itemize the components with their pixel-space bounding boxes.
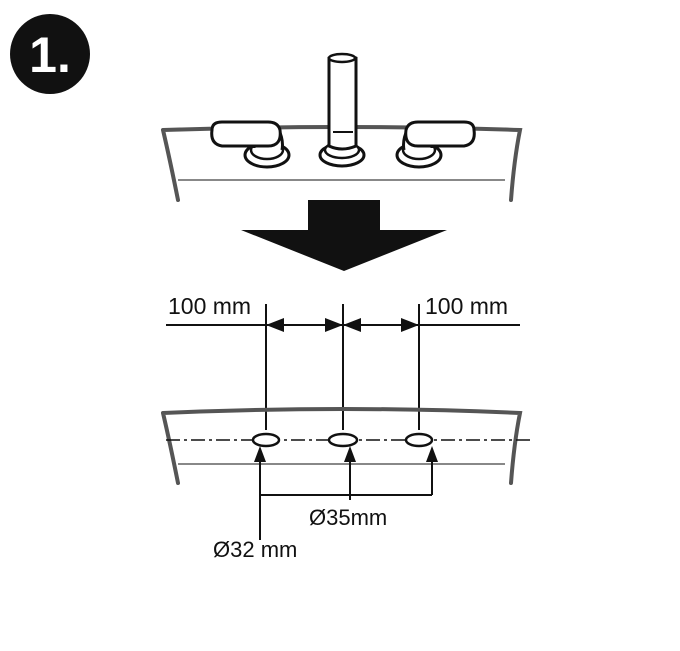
right-handle-icon [395,120,476,169]
left-handle-icon [210,120,291,169]
spout-icon [318,52,366,168]
right-hole [404,432,434,448]
spacing-left-label: 100 mm [168,293,251,319]
dimension-arrowheads [266,318,419,332]
step-number: 1. [29,27,71,83]
three-hole-basin-mixer-icon [210,52,476,169]
step-badge-circle [10,14,90,94]
mounting-holes [251,432,434,448]
center-hole [327,432,359,448]
down-arrow-icon [241,200,447,271]
spacing-right-label: 100 mm [425,293,508,319]
left-hole [251,432,281,448]
basin-rim-bottom [161,407,523,485]
step-badge: 1. [10,14,90,94]
hole-leader-arrowheads [254,446,438,462]
hole-side-diameter-label: Ø32 mm [213,537,297,562]
hole-center-diameter-label: Ø35mm [309,505,387,530]
